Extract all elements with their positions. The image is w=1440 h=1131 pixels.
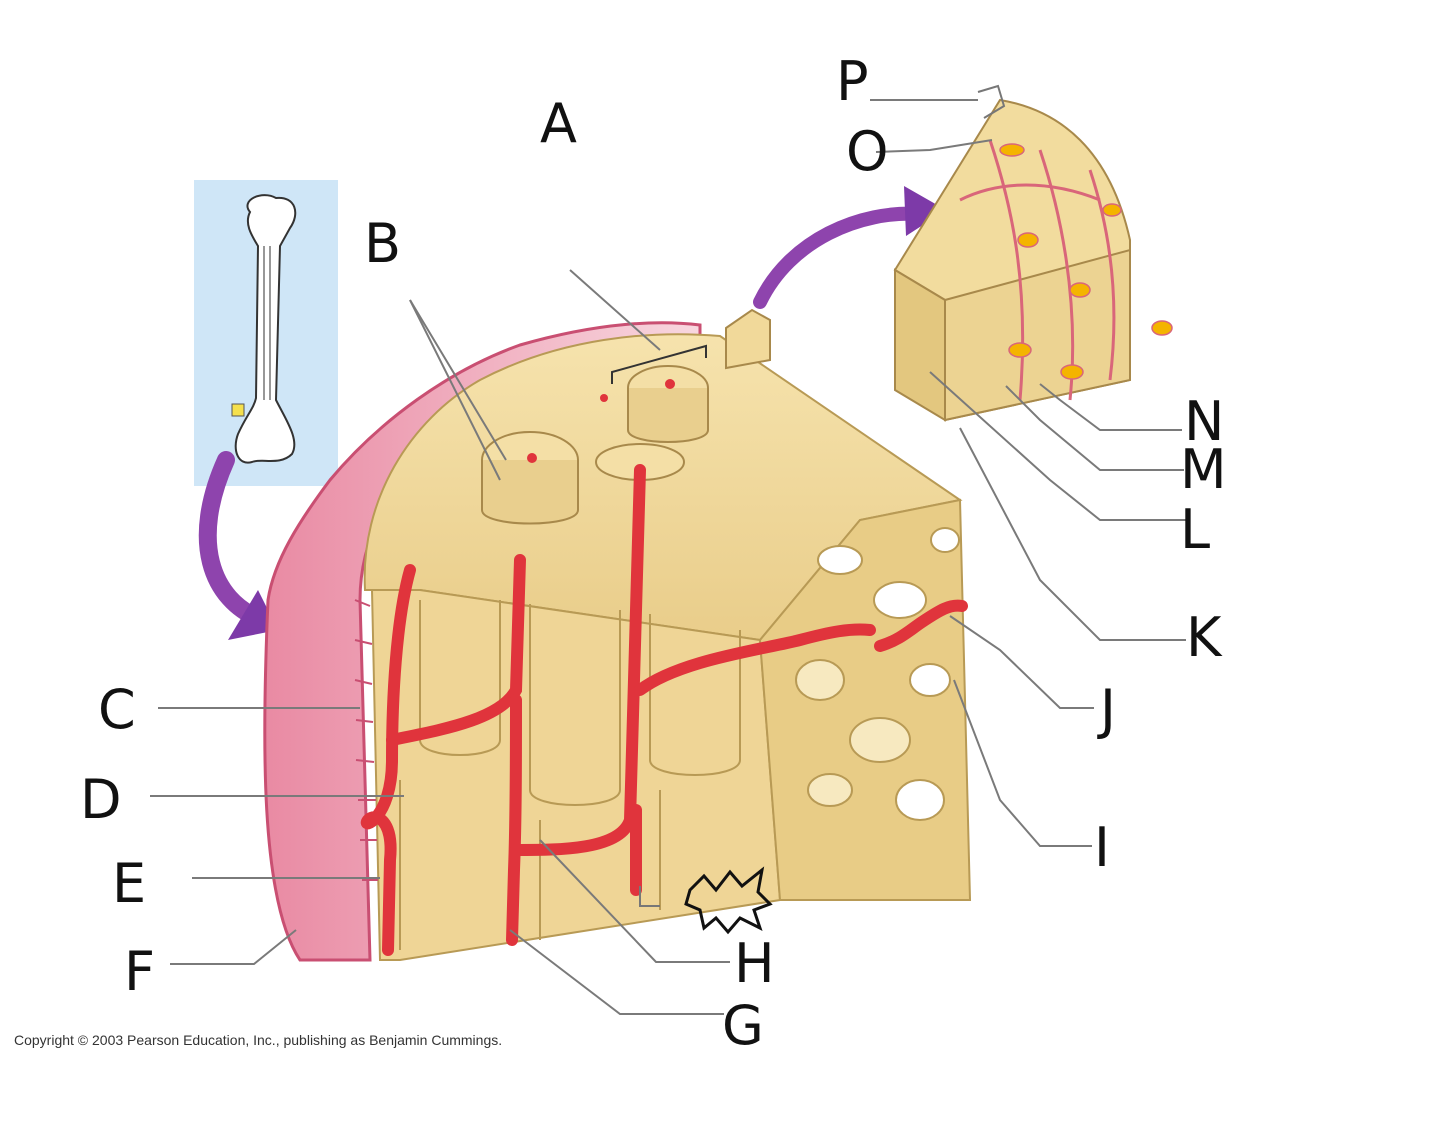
lacuna — [1069, 282, 1091, 298]
label-l: L — [1180, 498, 1210, 561]
bracket-p — [977, 84, 1006, 119]
leader-lines — [150, 99, 1186, 1015]
label-j: J — [1097, 678, 1116, 741]
zoom-arrow-right — [753, 206, 927, 309]
label-d: D — [80, 768, 122, 831]
label-a: A — [540, 92, 577, 155]
canaliculus — [1088, 169, 1116, 381]
label-g: G — [722, 994, 764, 1057]
trabecula-space — [895, 779, 945, 821]
label-h: H — [734, 932, 775, 995]
lacuna — [1151, 320, 1173, 336]
osteon-column — [529, 604, 621, 806]
letter-labels: A B C D E F G H I J K L M N O P — [80, 50, 1227, 1057]
osteon-column — [649, 614, 741, 776]
fiber — [355, 719, 374, 723]
osteons — [481, 365, 709, 525]
zoom-arrow-right-head — [904, 186, 946, 236]
canaliculus — [1038, 149, 1075, 401]
label-f: F — [124, 940, 155, 1003]
leader-l — [929, 371, 1186, 521]
leader-m — [1005, 385, 1184, 471]
leader-j — [949, 615, 1094, 709]
fiber — [354, 639, 373, 645]
trabecula-space — [930, 527, 960, 553]
leader-f — [170, 929, 297, 965]
leader-g — [509, 929, 724, 1015]
section-marker — [231, 403, 245, 417]
trabecula-space — [795, 659, 845, 701]
osteon-column — [419, 600, 501, 756]
leader-b2 — [409, 299, 501, 481]
leader-k — [959, 427, 1186, 641]
lacuna — [1017, 232, 1039, 248]
blood-vessels — [360, 464, 968, 956]
leader-b1 — [409, 299, 507, 461]
osteon-side-1 — [481, 460, 579, 525]
bone-top-surface — [363, 333, 963, 642]
label-i: I — [1094, 816, 1110, 879]
front-osteon-columns — [399, 600, 741, 950]
central-canal-2 — [665, 379, 675, 389]
label-k: K — [1186, 606, 1223, 669]
trabecula-space — [849, 717, 911, 763]
central-vessel-2 — [510, 464, 646, 856]
osteon-side-2 — [627, 388, 709, 443]
spongy-bone — [758, 498, 972, 901]
bracket-a — [611, 344, 707, 384]
label-p: P — [836, 50, 869, 113]
spongy-vessel — [874, 599, 968, 652]
label-o: O — [846, 120, 889, 183]
fiber — [354, 599, 371, 607]
label-m: M — [1180, 438, 1227, 501]
perforating-fibers — [354, 599, 378, 881]
trabecula-space — [909, 663, 951, 697]
leader-a — [569, 269, 661, 351]
leader-o — [875, 139, 993, 153]
magnified-osteon — [893, 98, 1173, 422]
trabecula-space — [817, 545, 863, 575]
star-scribble — [684, 866, 773, 935]
central-canal-1 — [527, 453, 537, 463]
leader-h — [539, 839, 730, 963]
trabecula-space — [873, 581, 927, 619]
lacuna — [999, 143, 1025, 157]
femur-outline — [234, 194, 297, 464]
leader-i — [953, 679, 1092, 847]
perforating-vessel — [386, 554, 526, 746]
leader-n — [1039, 383, 1182, 431]
compact-bone-front — [370, 589, 782, 961]
fiber — [354, 679, 373, 685]
label-b: B — [364, 212, 401, 275]
fiber — [355, 759, 375, 763]
canaliculus — [959, 183, 1101, 202]
copyright-notice: Copyright © 2003 Pearson Education, Inc.… — [14, 1032, 503, 1048]
long-bone-inset — [194, 180, 338, 486]
lacunae — [999, 143, 1173, 380]
zoom-wedge — [725, 308, 771, 370]
trabecula-space — [807, 773, 853, 807]
label-n: N — [1184, 390, 1224, 453]
periosteal-vessel — [360, 564, 416, 956]
label-e: E — [112, 852, 146, 915]
perforating-vessel-2 — [634, 623, 876, 696]
zoom-arrow-left — [198, 451, 271, 629]
lacuna — [1008, 342, 1032, 358]
central-canal-3 — [600, 394, 608, 402]
label-c: C — [98, 678, 136, 741]
central-vessel-1 — [506, 694, 522, 946]
bracket-h — [639, 886, 660, 907]
lacuna — [1060, 364, 1084, 380]
lacuna — [1102, 203, 1122, 217]
